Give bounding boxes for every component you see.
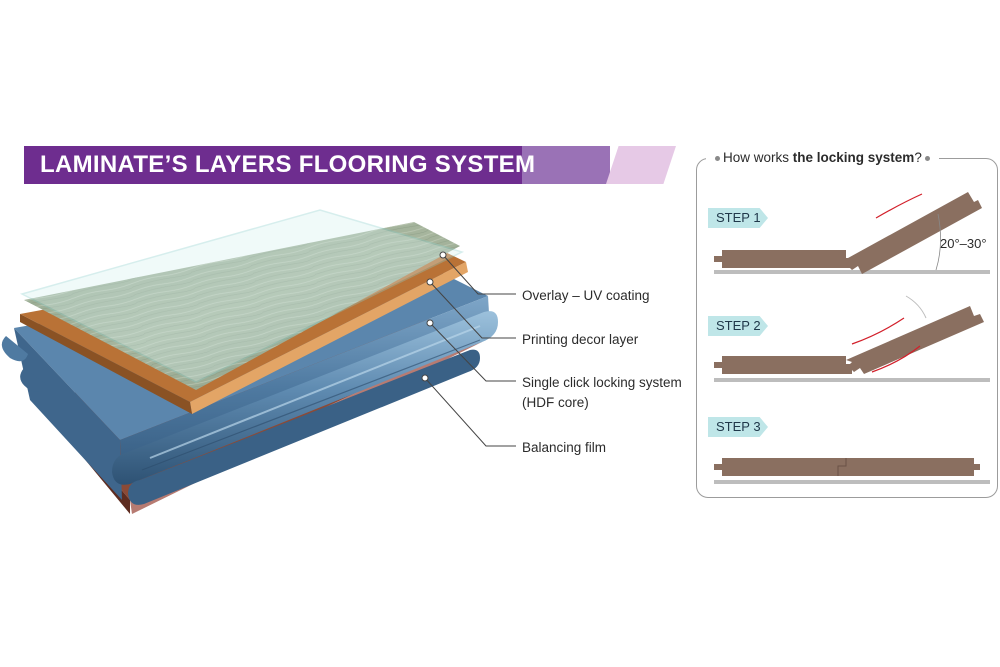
step-2-board-angled <box>846 306 984 374</box>
callout-dots <box>421 251 447 382</box>
locking-system-title: How works the locking system? <box>706 150 939 165</box>
step-2-illustration <box>714 295 990 382</box>
label-hdf-core: (HDF core) <box>522 395 589 410</box>
banner-tail-band <box>606 146 676 184</box>
banner-main-band <box>24 146 522 184</box>
step-1-floor <box>714 270 990 274</box>
label-locking-system: Single click locking system <box>522 375 682 390</box>
step-3-joint-line <box>837 458 847 476</box>
step-3-tag: STEP 3 <box>708 417 768 437</box>
overlay-uv-coating-layer <box>19 209 465 390</box>
title-dot-left <box>715 155 720 161</box>
title-banner: LAMINATE’S LAYERS FLOORING SYSTEM <box>24 146 676 184</box>
step-1-board-angled <box>846 192 982 274</box>
label-overlay-uv-coating: Overlay – UV coating <box>522 288 650 303</box>
step-1-board-fixed <box>714 250 852 268</box>
title-dot-right <box>924 155 930 161</box>
step-2-faint-arc <box>905 295 927 319</box>
step-2-floor <box>714 378 990 382</box>
label-printing-decor-layer: Printing decor layer <box>522 332 639 347</box>
step-2-tag: STEP 2 <box>708 316 768 336</box>
step-1-tag: STEP 1 <box>708 208 768 228</box>
step-1-motion-line <box>875 193 923 219</box>
callout-leaders <box>424 254 516 447</box>
step-2-board-fixed <box>714 356 852 374</box>
step-3-floor <box>714 480 990 484</box>
title-suffix: ? <box>914 150 922 165</box>
step-3-boards-locked <box>714 458 980 476</box>
page-title: LAMINATE’S LAYERS FLOORING SYSTEM <box>40 151 536 178</box>
step-1-angle-arc <box>935 213 941 271</box>
step-2-motion-lower <box>871 345 921 373</box>
label-balancing-film: Balancing film <box>522 440 607 455</box>
step-1-illustration <box>714 192 990 274</box>
title-bold: the locking system <box>792 150 915 165</box>
step-2-motion-upper <box>851 317 905 345</box>
banner-mid-band <box>522 146 610 184</box>
title-prefix: How works <box>723 150 793 165</box>
step-3-illustration <box>714 458 990 484</box>
angle-label: 20°–30° <box>940 236 987 251</box>
